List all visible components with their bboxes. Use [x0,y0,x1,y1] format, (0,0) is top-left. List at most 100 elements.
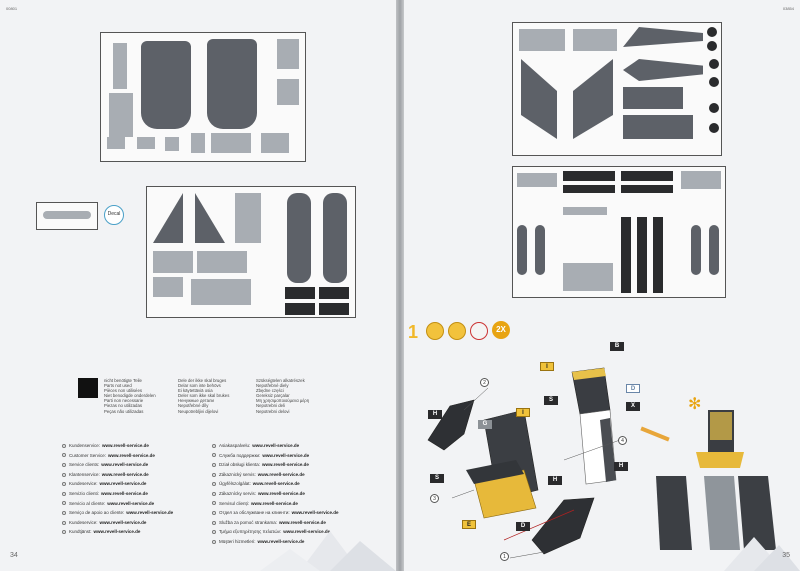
flag-icon [212,472,216,477]
sprue-frame-lower [146,186,356,318]
flag-icon [212,453,216,458]
service-link[interactable]: www.revell-service.de [257,471,305,477]
flag-icon [62,482,66,487]
corner-code: 00801 [6,6,18,11]
legend-column-2: Dele der ikke skal bruges Delar som inte… [178,378,230,414]
service-link[interactable]: www.revell-service.de [102,443,149,448]
ejection-seat-assembly-drawing [427,367,776,559]
flag-icon [62,462,66,467]
callout-d: D [516,522,530,531]
service-link[interactable]: www.revell-service.de [283,529,331,535]
callout-s-lower: S [430,474,444,483]
sprue-frame-lower-right [512,166,726,298]
flag-icon [62,520,66,525]
service-link[interactable]: www.revell-service.de [101,490,148,496]
service-link[interactable]: www.revell-service.de [126,510,174,516]
service-row: Zákaznícky servis:www.revell-service.de [212,489,338,499]
service-link[interactable]: www.revell-service.de [108,452,155,458]
service-link[interactable]: www.revell-service.de [101,471,149,477]
callout-i: I [540,362,554,371]
asterisk-icon: ✻ [688,396,702,413]
flag-icon [212,510,216,515]
service-row: Kundtjänst:www.revell-service.de [62,527,173,537]
service-row: Отдел за обслужване на клиенти:www.revel… [212,508,338,518]
flag-icon [212,482,216,487]
service-list-2: Asiakaspalvelu:www.revell-service.de Слу… [212,441,338,547]
service-row: Kundeservice:www.revell-service.de [62,479,173,489]
service-list-1: Kundenservice:www.revell-service.de Cust… [62,441,173,537]
service-row: Ügyfélszolgálat:www.revell-service.de [212,479,338,489]
flag-icon [62,491,66,496]
quantity-badge: 2X [492,321,510,339]
service-row: Asiakaspalvelu:www.revell-service.de [212,441,338,451]
flag-icon [62,443,66,448]
service-link[interactable]: www.revell-service.de [107,500,155,506]
decal-badge: Decal [104,205,124,225]
paint-icon [448,322,466,340]
service-row: Kundenservice:www.revell-service.de [62,441,173,451]
decal-sheet [36,202,98,230]
callout-h-low: H [548,476,562,485]
service-row: Servizio clienti:www.revell-service.de [62,489,173,499]
part-number-4: 4 [618,436,627,445]
service-row: Customer Service:www.revell-service.de [62,451,173,461]
book-gutter [396,0,404,571]
sprue-frame-upper [100,32,306,162]
callout-e: E [462,520,476,529]
cement-icon [470,322,488,340]
flag-icon [212,520,216,525]
flag-icon [62,530,66,535]
callout-x: X [626,402,640,411]
flag-icon [212,530,216,535]
service-link[interactable]: www.revell-service.de [262,452,310,458]
service-link[interactable]: www.revell-service.de [252,443,300,448]
legend-column-3: Szükségtelen alkatrészek Nepotřebné diel… [256,378,310,414]
triangle-pattern-decoration [724,537,800,571]
flag-icon [62,510,66,515]
service-link[interactable]: www.revell-service.de [262,462,309,468]
page-number: 34 [10,552,18,559]
legend-column-1: nicht benötigte Teile Parts not used Piè… [104,378,156,414]
service-row: Zákaznický servis:www.revell-service.de [212,470,338,480]
service-row: Müşteri hizmetleri:www.revell-service.de [212,537,338,547]
callout-b: B [610,342,624,351]
service-row: Serviço de apoio ao cliente:www.revell-s… [62,508,173,518]
service-row: Servicio al cliente:www.revell-service.d… [62,499,173,509]
service-link[interactable]: www.revell-service.de [101,462,149,468]
service-row: Služba za pomoć strankama:www.revell-ser… [212,518,338,528]
service-link[interactable]: www.revell-service.de [99,481,147,487]
part-number-3: 3 [430,494,439,503]
flag-icon [212,443,216,448]
flag-icon [62,501,66,506]
flag-icon [212,491,216,496]
service-row: Klantenservice:www.revell-service.de [62,470,173,480]
left-page: 00801 Decal nich [0,0,396,571]
service-row: Служба поддержки:www.revell-service.de [212,451,338,461]
flag-icon [62,472,66,477]
flag-icon [62,453,66,458]
callout-h-right: H [614,462,628,471]
callout-i-mid: I [516,408,530,417]
service-link[interactable]: www.revell-service.de [258,490,305,496]
page-number: 35 [782,552,790,559]
service-link[interactable]: www.revell-service.de [279,519,326,525]
step-number: 1 [408,322,419,342]
part-number-2: 2 [480,378,489,387]
flag-icon [212,539,216,544]
sprue-frame-upper-right [512,22,722,156]
triangle-pattern-decoration [260,531,396,571]
service-link[interactable]: www.revell-service.de [93,529,141,535]
service-link[interactable]: www.revell-service.de [252,481,300,487]
service-row: Servisul clienți:www.revell-service.de [212,499,338,509]
flag-icon [212,501,216,506]
service-row: Τμήμα εξυπηρέτησης πελατών:www.revell-se… [212,527,338,537]
service-row: Dział obsługi klienta:www.revell-service… [212,460,338,470]
service-link[interactable]: www.revell-service.de [291,510,339,516]
service-row: Service clients:www.revell-service.de [62,460,173,470]
callout-d-outline: D [626,384,640,393]
service-link[interactable]: www.revell-service.de [257,538,305,544]
part-number-1: 1 [500,552,509,561]
service-link[interactable]: www.revell-service.de [251,500,298,506]
service-link[interactable]: www.revell-service.de [99,519,147,525]
callout-g: G [478,420,492,429]
